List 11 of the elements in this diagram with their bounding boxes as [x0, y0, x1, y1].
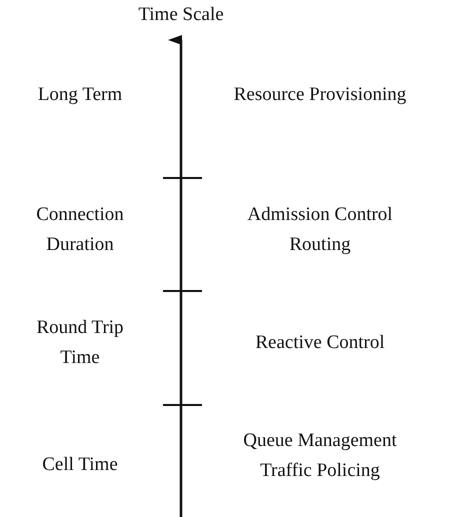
control-label: Reactive Control: [255, 331, 385, 355]
axis-title: Time Scale: [138, 3, 224, 27]
time-scale-label: Connection Duration: [35, 203, 125, 257]
control-label: Routing: [289, 233, 351, 257]
time-scale-label: Round Trip Time: [35, 316, 125, 370]
time-scale-label: Long Term: [38, 83, 122, 107]
control-label: Traffic Policing: [260, 459, 380, 483]
control-label: Admission Control: [247, 203, 393, 227]
control-label: Queue Management: [243, 429, 397, 453]
time-scale-label: Cell Time: [42, 453, 118, 477]
control-label: Resource Provisioning: [234, 83, 406, 107]
